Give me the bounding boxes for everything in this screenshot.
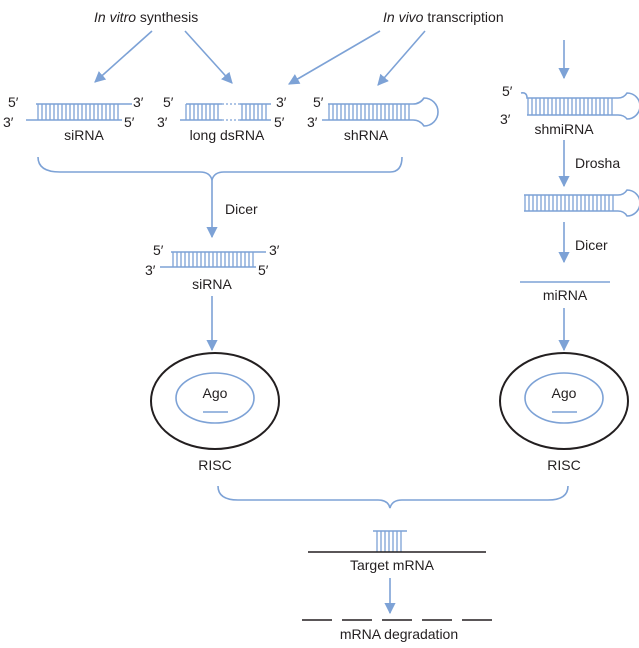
sirna-duplex-middle: 5′ 3′ 3′ 5′ siRNA	[145, 242, 280, 292]
target-mrna-label: Target mRNA	[350, 557, 435, 573]
five-prime-end: 5′	[163, 94, 174, 110]
five-prime-end: 5′	[502, 83, 513, 99]
sirna-label: siRNA	[192, 276, 232, 292]
degradation-label: mRNA degradation	[340, 626, 458, 642]
in-vitro-heading: In vitro synthesis	[94, 9, 198, 25]
target-mrna: Target mRNA	[308, 530, 486, 573]
long-dsrna: 5′ 3′ 3′ 5′ long dsRNA	[157, 94, 287, 143]
risc-label-left: RISC	[198, 457, 231, 473]
three-prime-end: 3′	[133, 94, 144, 110]
shmirna: 5′ 3′ shmiRNA	[500, 83, 639, 137]
shrna: 5′ 3′ shRNA	[307, 94, 439, 143]
dicer-label-right: Dicer	[575, 237, 608, 253]
arrow-invitro-sirna	[94, 30, 153, 83]
five-prime-end: 5′	[274, 114, 285, 130]
in-vivo-heading: In vivo transcription	[383, 9, 504, 25]
three-prime-end: 3′	[269, 242, 280, 258]
five-prime-end: 5′	[313, 94, 324, 110]
arrow-invivo-dsrna	[288, 30, 381, 85]
risc-complex-right: Ago RISC	[499, 352, 629, 473]
mirna-label: miRNA	[543, 287, 588, 303]
three-prime-end: 3′	[157, 114, 168, 130]
rungs	[37, 104, 119, 120]
ago-label: Ago	[552, 385, 577, 401]
three-prime-end: 3′	[145, 262, 156, 278]
risc-complex-left: Ago RISC	[150, 352, 280, 473]
merge-bracket-left	[37, 156, 403, 181]
three-prime-end: 3′	[307, 114, 318, 130]
three-prime-end: 3′	[500, 111, 511, 127]
three-prime-end: 3′	[276, 94, 287, 110]
shmirna-label: shmiRNA	[534, 121, 594, 137]
risc-label-right: RISC	[547, 457, 580, 473]
drosha-label: Drosha	[575, 155, 620, 171]
sirna-duplex-top: 5′ 3′ 3′ 5′ siRNA	[3, 94, 144, 143]
ago-label: Ago	[203, 385, 228, 401]
merge-bracket-bottom	[217, 485, 569, 509]
top-arrows	[94, 30, 570, 86]
dicer-label-left: Dicer	[225, 201, 258, 217]
sirna-label: siRNA	[64, 127, 104, 143]
pre-mirna	[524, 189, 639, 217]
five-prime-end: 5′	[8, 94, 19, 110]
long-dsrna-label: long dsRNA	[190, 127, 265, 143]
five-prime-end: 5′	[258, 262, 269, 278]
arrow-invivo-shrna	[377, 30, 426, 86]
shrna-label: shRNA	[344, 127, 389, 143]
five-prime-end: 5′	[153, 242, 164, 258]
five-prime-end: 5′	[124, 114, 135, 130]
arrow-invitro-dsrna	[184, 30, 233, 84]
three-prime-end: 3′	[3, 114, 14, 130]
